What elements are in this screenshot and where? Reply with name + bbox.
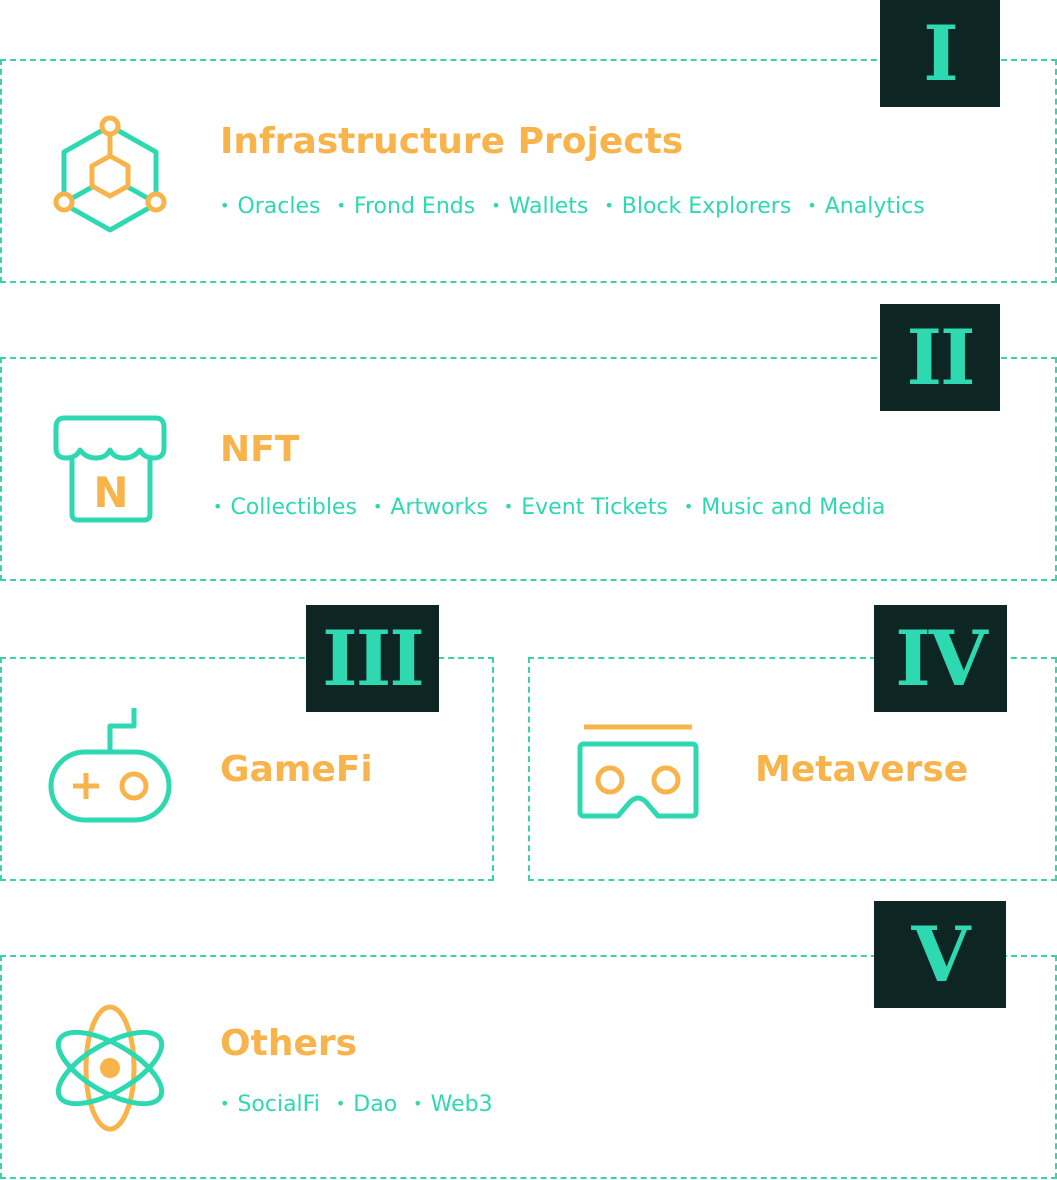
tag-item: Analytics [807,196,925,218]
section-numeral-badge: III [306,605,439,712]
tag-list: SocialFi Dao Web3 [220,1094,509,1116]
section-numeral-badge: I [880,0,1000,107]
section-title: NFT [220,429,300,470]
tag-item: Event Tickets [504,497,668,519]
tag-item: Web3 [413,1094,493,1116]
section-numeral-badge: V [874,901,1006,1008]
tag-list: Collectibles Artworks Event Tickets Musi… [213,497,901,519]
tag-item: Music and Media [684,497,885,519]
section-title: GameFi [220,749,373,790]
tag-item: SocialFi [220,1094,319,1116]
others-card [0,955,1057,1179]
gamepad-icon [48,708,172,823]
tag-item: Block Explorers [604,196,792,218]
section-title: Infrastructure Projects [220,121,684,162]
metaverse-card [528,657,1057,881]
nft-store-icon: N [53,415,167,523]
gamefi-card [0,657,494,881]
tag-item: Dao [336,1094,397,1116]
section-numeral-badge: II [880,304,1000,411]
vr-headset-icon [577,724,699,819]
atom-icon [55,1004,165,1132]
tag-item: Frond Ends [337,196,475,218]
section-title: Metaverse [755,749,969,790]
section-numeral-badge: IV [874,605,1007,712]
infrastructure-card [0,59,1057,283]
network-hexagon-icon [53,115,167,233]
tag-item: Collectibles [213,497,357,519]
nft-card [0,357,1057,581]
tag-list: Oracles Frond Ends Wallets Block Explore… [220,196,941,218]
section-title: Others [220,1023,358,1064]
tag-item: Artworks [373,497,487,519]
nft-letter: N [93,468,128,517]
tag-item: Wallets [491,196,589,218]
tag-item: Oracles [220,196,320,218]
